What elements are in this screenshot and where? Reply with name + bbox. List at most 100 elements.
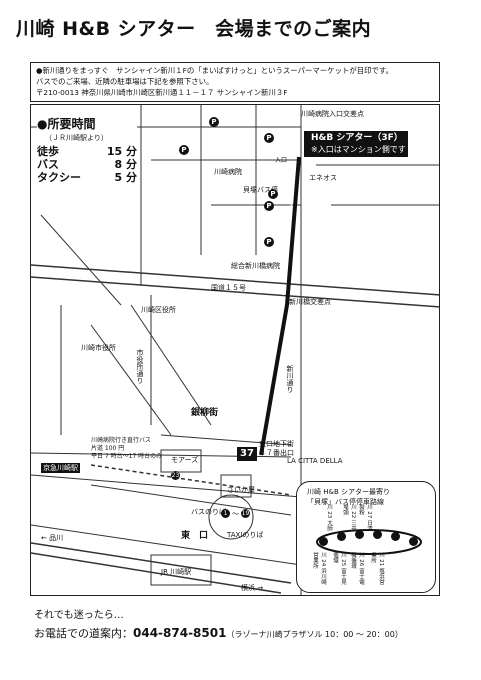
destination-note: ※入口はマンション側です [311,145,406,154]
route-stop [355,530,364,539]
label-jr-kawasaki: JR 川崎駅 [161,568,192,576]
railway-2 [31,552,282,594]
time-value: 5 分 [114,171,137,184]
building-moares [160,449,202,473]
label-sogo-hospital: 総合新川橋病院 [231,262,280,270]
parking-icon: P [179,145,189,155]
label-city-hall: 川崎市役所 [81,344,116,352]
label-moares: モアーズ [171,456,199,464]
route-stop [373,530,382,539]
label-taxi: TAXIのりば [227,531,264,539]
time-title: ●所要時間 [37,117,96,131]
label-bus-stop: バスのりば [191,508,226,516]
route-stop [409,537,418,546]
label-route-15: 国道１５号 [211,284,246,292]
label-hospital-intersection: 川崎病院入口交差点 [301,110,364,118]
bus-route-label: 川 21 塩浜営業所 [370,552,384,585]
time-box: ●所要時間 （ＪＲ川崎駅より） 徒歩 15 分 バス 8 分 タクシー 5 分 [37,115,137,189]
label-direct-bus: 川崎病院行き直行バス [91,437,152,444]
label-entrance: 入口 [275,157,288,164]
info-line-3: 〒210-0013 神奈川県川崎市川崎区新川通１１－１７ サンシャイン新川３F [36,88,288,97]
destination-name: H&B シアター（3F） [311,133,403,143]
page-title: 川崎 H&B シアター 会場までのご案内 [16,18,372,40]
label-saikaya: さいか屋 [227,486,255,494]
street-station-3 [90,484,292,516]
label-higashiguchi: 東 口 [181,531,209,541]
time-value: 8 分 [114,158,137,171]
label-shiyakusho-dori: 市役所通り [136,349,144,384]
footer-lost: それでも迷ったら… [34,610,124,621]
label-shinagawa: ← 品川 [41,534,64,542]
parking-icon: P [264,201,274,211]
destination-label: H&B シアター（3F） ※入口はマンション側です [304,131,408,157]
footer-hours: （ラゾーナ川崎プラザソル 10：00 〜 20：00） [226,630,403,639]
bus-routes-title: 川崎 H&B シアター最寄り 「貝塚」バス停停車路線 [307,487,390,507]
label-exit-37: ３７番出口 [259,449,294,457]
label-ward-office: 川崎区役所 [141,306,176,314]
bus-route-label: 川 23 大師 [326,504,332,531]
label-hours: 平日 7 時台〜17 時台のみ [91,453,163,460]
walking-route [259,156,301,456]
street-ginryu [160,434,292,446]
info-line-1: ●新川通りをまっすぐ サンシャイン新川１Fの「まいばすけっと」というスーパーマー… [36,66,393,75]
label-citta-della: LA CITTA DELLA [287,457,343,465]
street-diag-1 [40,214,122,306]
route-stop [391,532,400,541]
label-shinkawa-dori: 新川通り [286,365,294,393]
time-row: タクシー 5 分 [37,171,137,184]
time-row: 徒歩 15 分 [37,145,137,158]
street-station-4 [31,524,302,566]
street-station-2 [31,474,302,498]
label-keikyu: 京急川崎駅 [41,463,80,473]
parking-icon: P [264,133,274,143]
building-saikaya [220,474,252,498]
map: ●所要時間 （ＪＲ川崎駅より） 徒歩 15 分 バス 8 分 タクシー 5 分 … [30,104,440,596]
road-route-15 [31,264,439,296]
bus-stop-19: 19 [241,509,250,518]
road-route-15-b [31,276,439,308]
bus-routes-title-2: 「貝塚」バス停停車路線 [307,498,384,506]
phone-number[interactable]: 044-874-8501 [133,626,227,640]
footer-prefix: お電話での道案内： [34,627,133,640]
parking-icon: P [209,117,219,127]
label-yokohama: 横浜 → [241,584,264,592]
time-mode: バス [37,158,59,171]
label-kaizuka-bus-stop: 貝塚バス停 [243,186,278,194]
bus-terminal [208,494,254,540]
time-mode: 徒歩 [37,145,59,158]
bus-route-label: 川 26 富士電機循環 [350,552,364,585]
label-underground: 東口地下街 [259,440,294,448]
bus-route-label: 川 25 富士見循環 [332,552,346,585]
time-subtitle: （ＪＲ川崎駅より） [45,134,108,142]
label-hospital: 川崎病院 [214,168,242,176]
parking-icon: P [268,189,278,199]
bus-route-label: 川 27 日清製粉 [358,504,372,531]
info-line-2: バスでのご来場、近隣の駐車場は下記を参照下さい。 [36,77,214,86]
info-box: ●新川通りをまっすぐ サンシャイン新川１Fの「まいばすけっと」というスーパーマー… [30,62,440,102]
bus-route-label: 川 22 三井埠頭 [342,504,356,531]
label-fare: 片道 100 円 [91,445,125,452]
label-shinkawa-bashi: 新川橋交差点 [289,298,331,306]
time-mode: タクシー [37,171,81,184]
bus-route-label: 川 24 浜川崎営業所 [312,552,326,585]
label-eneos: エネオス [309,174,337,182]
bus-routes-loop [316,529,422,555]
building-jr-station [150,554,212,586]
street-diag-2 [130,304,212,426]
bus-routes-diagram [316,529,422,555]
map-streets [31,105,439,595]
sign-37: 37 [237,447,257,461]
bus-stop-range: 〜 [232,510,239,518]
label-ginryu: 銀柳街 [191,408,219,418]
bus-stop-23: 23 [171,471,180,480]
time-value: 15 分 [106,145,137,158]
bus-routes-title-1: 川崎 H&B シアター最寄り [307,488,390,496]
bus-routes-box: 川崎 H&B シアター最寄り 「貝塚」バス停停車路線 川 23 大師 川 22 … [296,481,436,593]
railway-keikyu [90,464,292,496]
street-diag-3 [90,324,172,436]
route-stop [319,537,328,546]
bus-stop-1: 1 [221,509,230,518]
walking-route-dots [282,164,296,296]
footer-phone-line: お電話での道案内：044-874-8501（ラゾーナ川崎プラザソル 10：00 … [34,625,403,641]
time-row: バス 8 分 [37,158,137,171]
